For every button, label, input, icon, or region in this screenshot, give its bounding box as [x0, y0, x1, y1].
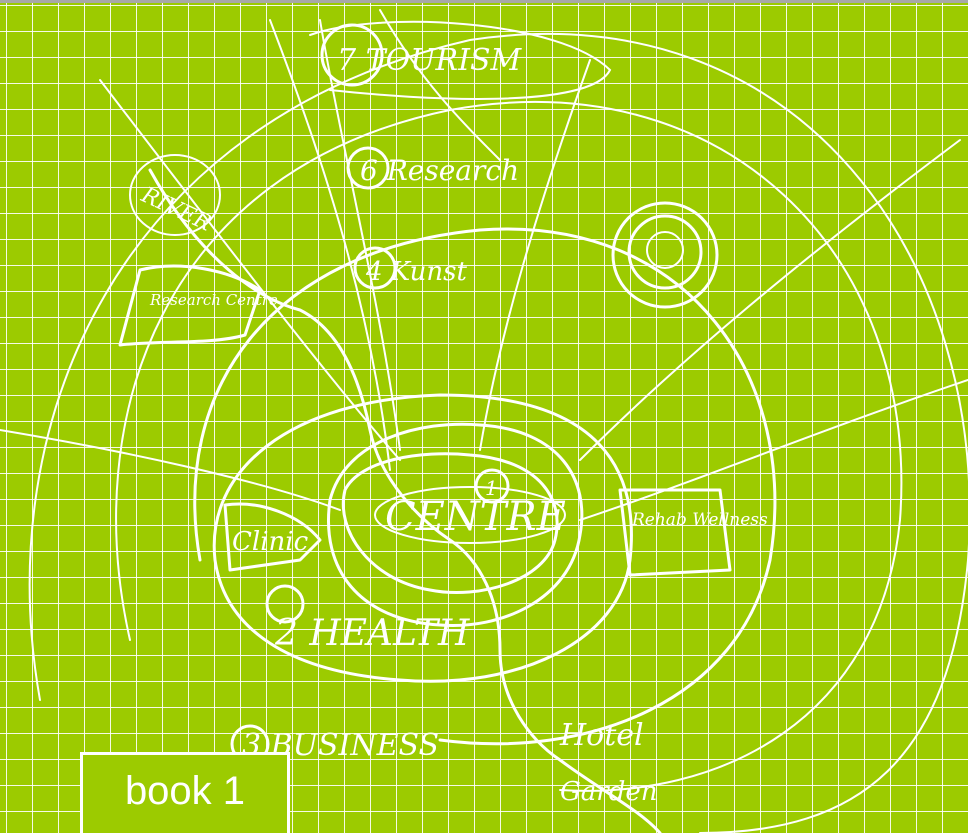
- label-centre: CENTRE: [385, 494, 566, 540]
- label-hotel: Hotel: [559, 718, 644, 753]
- label-rehab: Rehab Wellness: [631, 510, 768, 530]
- label-river: RIVER: [137, 182, 215, 236]
- label-research: 6 Research: [360, 154, 519, 187]
- road-4: [0, 430, 340, 510]
- label-health: 2 HEALTH: [274, 613, 470, 654]
- road-2: [480, 60, 590, 450]
- label-tourism: 7 TOURISM: [337, 43, 523, 78]
- label-clinic: Clinic: [232, 527, 309, 557]
- label-garden: Garden: [560, 777, 657, 807]
- target-inner: [647, 232, 683, 268]
- label-research-centre: Research Centre: [149, 291, 278, 309]
- label-kunst: 4 Kunst: [365, 257, 467, 287]
- target-middle: [629, 216, 701, 288]
- book-label: book 1: [80, 752, 290, 833]
- road-8: [380, 10, 500, 160]
- rehab-outline: [620, 490, 730, 575]
